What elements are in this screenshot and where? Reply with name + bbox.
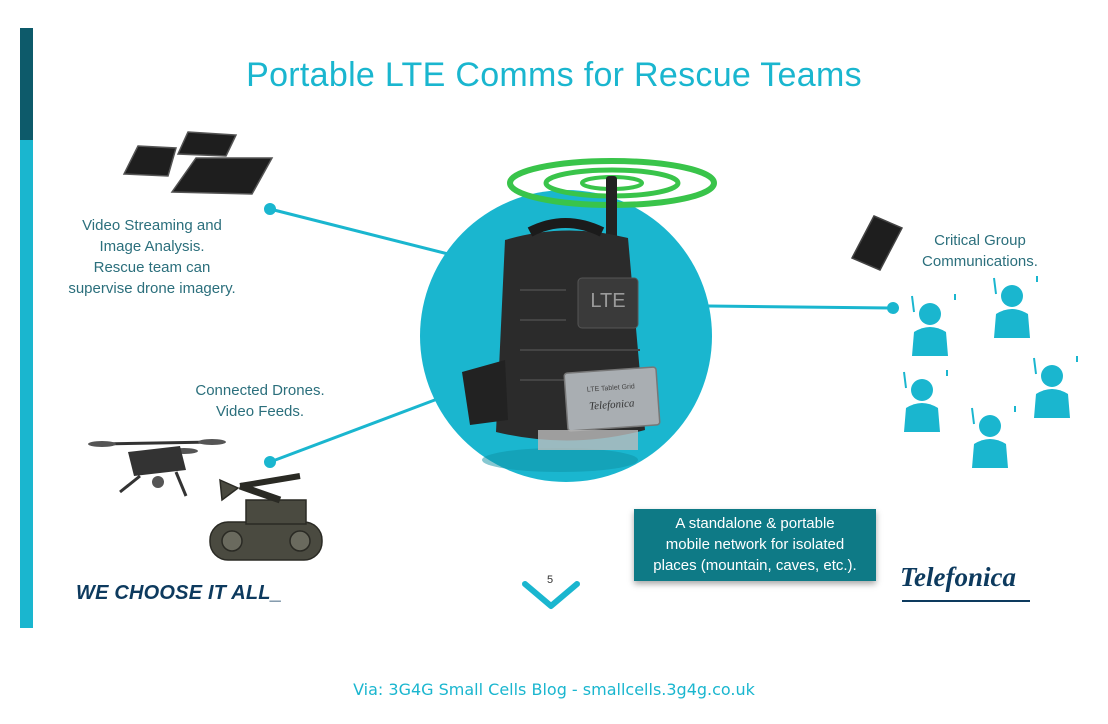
connector-video <box>269 207 453 257</box>
rescuer-figure-3 <box>903 370 948 432</box>
connector-drones <box>269 396 441 464</box>
video-streaming-text: Video Streaming and Image Analysis. Resc… <box>62 215 242 299</box>
rescuer-figures <box>903 276 1078 468</box>
video-line-1: Video Streaming and <box>82 217 222 234</box>
rescuer-figure-5 <box>971 406 1016 468</box>
diagram-graphics: LTE LTE Tablet Grid Telefonica <box>88 131 1078 561</box>
critical-line-2: Communications. <box>922 253 1038 270</box>
video-line-2: Image Analysis. <box>99 238 205 255</box>
callout-line-2: mobile network for isolated <box>665 536 845 553</box>
drone-icon <box>88 439 226 497</box>
callout-line-3: places (mountain, caves, etc.). <box>653 557 857 574</box>
device-label: Telefonica <box>589 397 636 412</box>
tracked-robot-icon <box>209 473 323 561</box>
callout-box: A standalone & portable mobile network f… <box>634 509 876 581</box>
device-small-label: LTE Tablet Grid <box>587 383 635 393</box>
rescuer-figure-2 <box>993 276 1038 338</box>
chevron-down-icon[interactable] <box>521 578 581 612</box>
slide-title: Portable LTE Comms for Rescue Teams <box>246 56 862 94</box>
tagline: WE CHOOSE IT ALL_ <box>76 582 282 604</box>
video-line-3: Rescue team can <box>93 259 211 276</box>
telefonica-logo: Telefonica <box>900 562 1016 592</box>
critical-line-1: Critical Group <box>934 232 1026 249</box>
rescuer-figure-1 <box>911 294 956 356</box>
drones-line-1: Connected Drones. <box>195 382 325 399</box>
critical-comms-text: Critical Group Communications. <box>905 230 1055 272</box>
drones-text: Connected Drones. Video Feeds. <box>170 380 350 422</box>
connector-dot-video <box>264 203 276 215</box>
tablets-icon <box>122 131 274 195</box>
page-number: 5 <box>546 574 554 586</box>
connector-critical <box>707 304 894 310</box>
connector-lines <box>264 203 899 468</box>
backpack-label: LTE <box>590 290 625 312</box>
accent-bar-light <box>20 140 33 628</box>
video-line-4: supervise drone imagery. <box>68 280 236 297</box>
slide: Portable LTE Comms for Rescue Teams <box>20 28 1078 628</box>
connector-dot-critical <box>887 302 899 314</box>
callout-line-1: A standalone & portable <box>675 515 835 532</box>
accent-bar-dark <box>20 28 33 140</box>
logo-underline <box>902 600 1030 602</box>
connector-dot-drones <box>264 456 276 468</box>
footer-credit: Via: 3G4G Small Cells Blog - smallcells.… <box>353 680 755 699</box>
smartphone-icon <box>850 215 904 271</box>
drones-line-2: Video Feeds. <box>215 403 305 420</box>
rescuer-figure-4 <box>1033 356 1078 418</box>
lte-backpack-icon <box>462 176 661 472</box>
